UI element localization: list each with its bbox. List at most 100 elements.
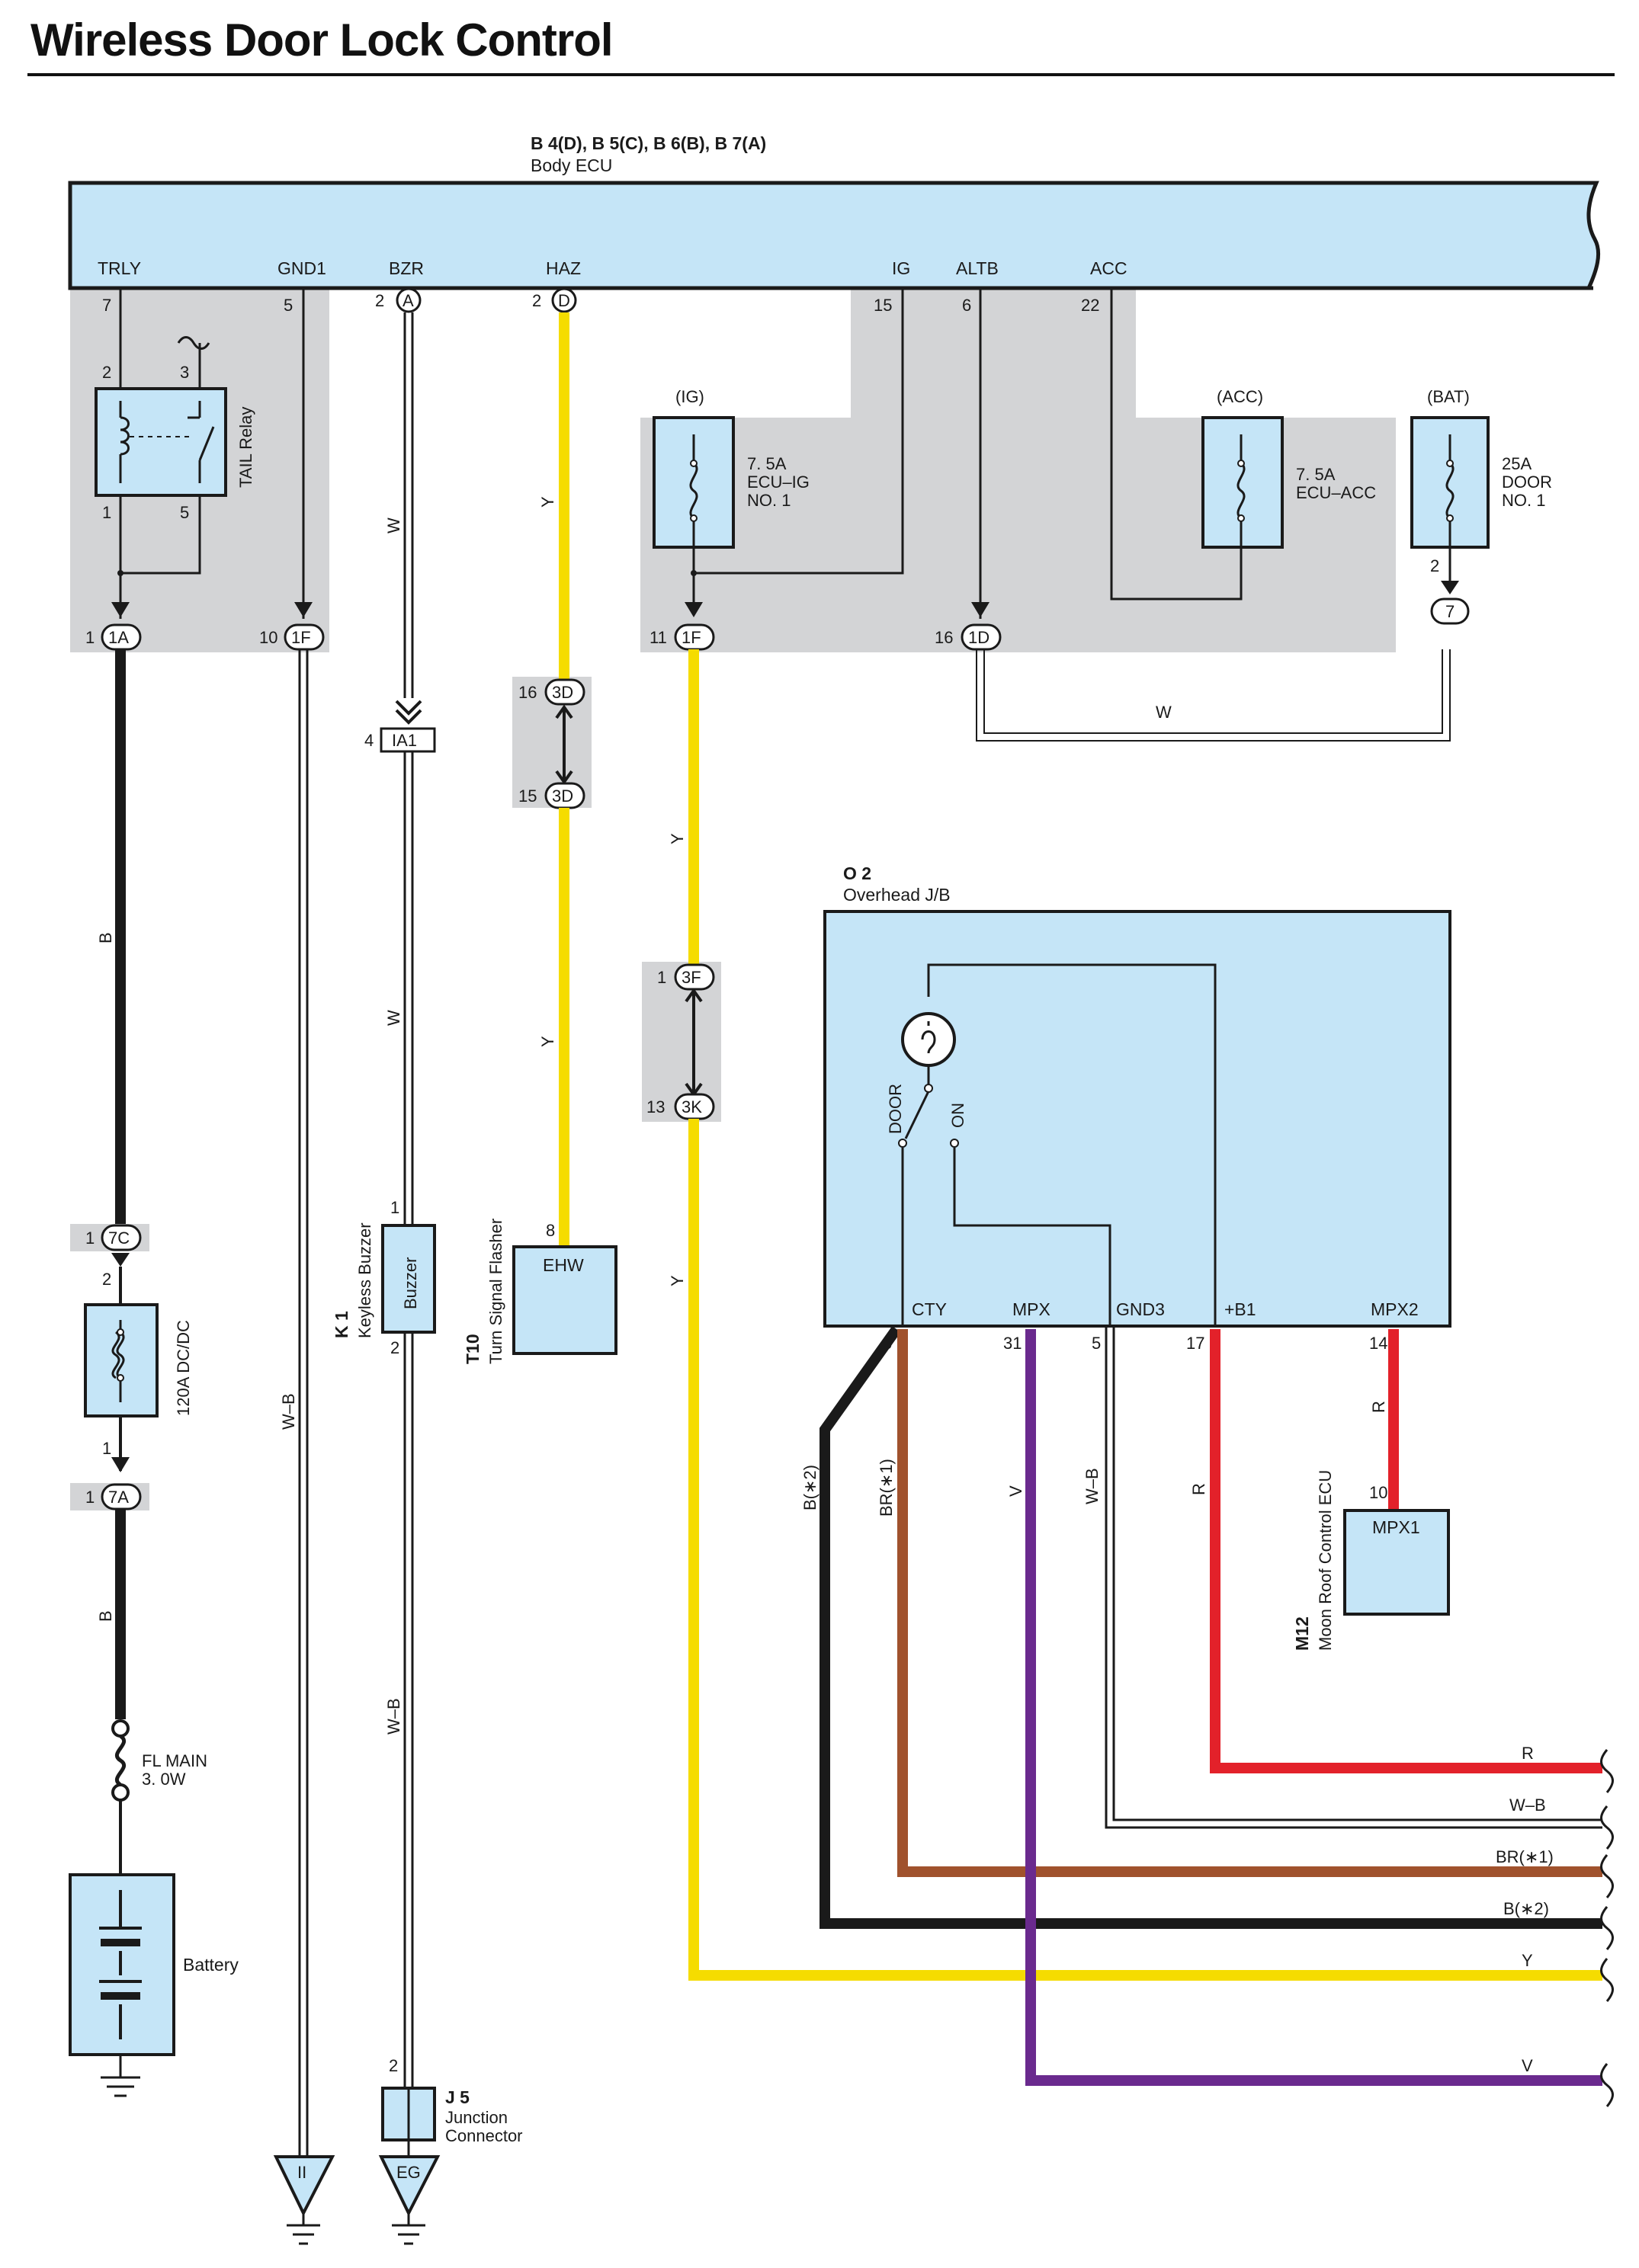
fuse-ig-rating: 7. 5A [747, 454, 787, 473]
pin-haz: 2 [532, 291, 541, 310]
wire-br1-label: BR(∗1) [877, 1459, 896, 1517]
connector-1f-ig-pin: 11 [650, 628, 667, 647]
connector-7a-pin: 1 [85, 1488, 95, 1507]
body-ecu-box [68, 181, 1601, 290]
connector-1f-gnd-id: 1F [291, 628, 311, 647]
connector-7c-pin: 1 [85, 1228, 95, 1248]
jb-term-mpx2: MPX2 [1371, 1299, 1419, 1319]
connector-3d-b-pin: 15 [518, 786, 537, 806]
fuse-acc-group: (ACC) [1217, 387, 1263, 406]
wire-y-ig-2 [688, 1119, 1602, 1981]
fuse-bat-group: (BAT) [1427, 387, 1470, 406]
jb-term-mpx: MPX [1012, 1299, 1050, 1319]
connector-3k-pin: 13 [646, 1097, 665, 1116]
term-bzr: BZR [389, 258, 424, 278]
ground-ii-label: II [297, 2163, 306, 2182]
connector-3d-a [544, 678, 585, 706]
pin-ig: 15 [874, 296, 892, 315]
keyless-buzzer-box [381, 1224, 436, 1334]
right-wire-br1: BR(∗1) [1496, 1847, 1554, 1866]
relay-pin-2: 2 [102, 363, 111, 382]
pin-trly: 7 [102, 296, 111, 315]
pin-gnd1: 5 [284, 296, 293, 315]
connector-a-label: A [403, 291, 414, 310]
body-ecu-name: Body ECU [531, 155, 612, 175]
wire-w-altb-label: W [1156, 703, 1172, 722]
connector-3d-a-pin: 16 [518, 683, 537, 702]
right-wire-b2: B(∗2) [1503, 1899, 1549, 1918]
wire-w-altb [976, 649, 1451, 742]
body-ecu-codes: B 4(D), B 5(C), B 6(B), B 7(A) [531, 133, 766, 153]
connector-ia1-id: IA1 [392, 731, 417, 750]
junction-code: J 5 [445, 2087, 470, 2107]
wire-w-bzr-label-1: W [384, 517, 403, 533]
connector-7c-id: 7C [108, 1228, 130, 1248]
keyless-buzzer-code: K 1 [332, 1311, 351, 1338]
wire-w-bzr [403, 312, 414, 698]
overhead-jb-name: Overhead J/B [843, 885, 951, 905]
wire-br1 [897, 1329, 1602, 1877]
buzzer-pin-top: 1 [390, 1198, 399, 1217]
wire-wb [1105, 1326, 1602, 1829]
jb-pin-b1: 17 [1186, 1334, 1204, 1353]
ground-ii-icon [273, 2155, 335, 2217]
connector-ia1-pin: 4 [364, 731, 374, 750]
keyless-buzzer-inner: Buzzer [401, 1257, 420, 1309]
fuse-ig-icon [689, 434, 698, 579]
junction-pin: 2 [389, 2056, 398, 2075]
fuse-acc-icon [1236, 434, 1246, 547]
wire-break-marks [1600, 1749, 1614, 2107]
wire-b2-label: B(∗2) [800, 1465, 819, 1510]
wire-v-label: V [1006, 1485, 1025, 1497]
wire-wb-gnd [298, 649, 309, 2157]
connector-d-circle [551, 287, 577, 313]
jb-pin-gnd3: 5 [1092, 1334, 1101, 1353]
connector-1f-gnd-pin: 10 [259, 628, 277, 647]
relay-pin-5: 5 [180, 503, 189, 522]
fuse-ig-group: (IG) [675, 387, 704, 406]
connector-a-circle [396, 287, 422, 313]
fuse-dcdc-label: 120A DC/DC [174, 1320, 193, 1416]
connector-7c [101, 1224, 142, 1251]
wire-v [1025, 1329, 1602, 2086]
term-gnd1: GND1 [277, 258, 326, 278]
turn-flasher-name: Turn Signal Flasher [486, 1219, 505, 1364]
wire-b-label-2: B [96, 1610, 115, 1622]
moon-roof-inner: MPX1 [1372, 1517, 1420, 1537]
tail-relay-box [95, 387, 227, 497]
connector-1d-id: 1D [968, 628, 989, 647]
flasher-pin: 8 [546, 1221, 555, 1240]
pin-altb: 6 [962, 296, 971, 315]
connector-7-id: 7 [1445, 602, 1455, 621]
battery-ground-icon [101, 2055, 140, 2097]
connector-d-label: D [558, 291, 570, 310]
jb-term-b1: +B1 [1224, 1299, 1256, 1319]
fuse-bat-icon [1445, 434, 1455, 547]
connector-3f-id: 3F [682, 968, 701, 987]
buzzer-pin-bottom: 2 [390, 1338, 399, 1357]
wire-wb-label: W–B [1083, 1468, 1102, 1504]
relay-pin-1: 1 [102, 503, 111, 522]
jb-term-gnd3: GND3 [1116, 1299, 1165, 1319]
right-wire-y: Y [1522, 1951, 1533, 1970]
wire-r [1210, 1329, 1602, 1773]
fuse-ig-line1: ECU–IG [747, 472, 810, 492]
pin-bzr: 2 [375, 291, 384, 310]
wire-w-bzr-label-2: W [384, 1010, 403, 1026]
fuse-bat-rating: 25A [1502, 454, 1532, 473]
connector-7 [1430, 597, 1470, 625]
fuse-acc-rating: 7. 5A [1296, 465, 1336, 484]
connector-7a-id: 7A [108, 1488, 129, 1507]
fl-main-line2: 3. 0W [142, 1770, 186, 1789]
moon-roof-name: Moon Roof Control ECU [1316, 1470, 1335, 1651]
term-ig: IG [892, 258, 910, 278]
wire-b-label-1: B [96, 932, 115, 943]
junction-line2: Connector [445, 2126, 523, 2145]
dcdc-pin-top: 2 [102, 1270, 111, 1289]
right-wire-r: R [1522, 1744, 1534, 1763]
fl-main-icon [114, 1734, 127, 1787]
fuse-acc-line1: ECU–ACC [1296, 483, 1376, 502]
turn-flasher-inner: EHW [543, 1255, 584, 1275]
connector-3d-link-icon [555, 704, 573, 785]
term-acc: ACC [1090, 258, 1127, 278]
